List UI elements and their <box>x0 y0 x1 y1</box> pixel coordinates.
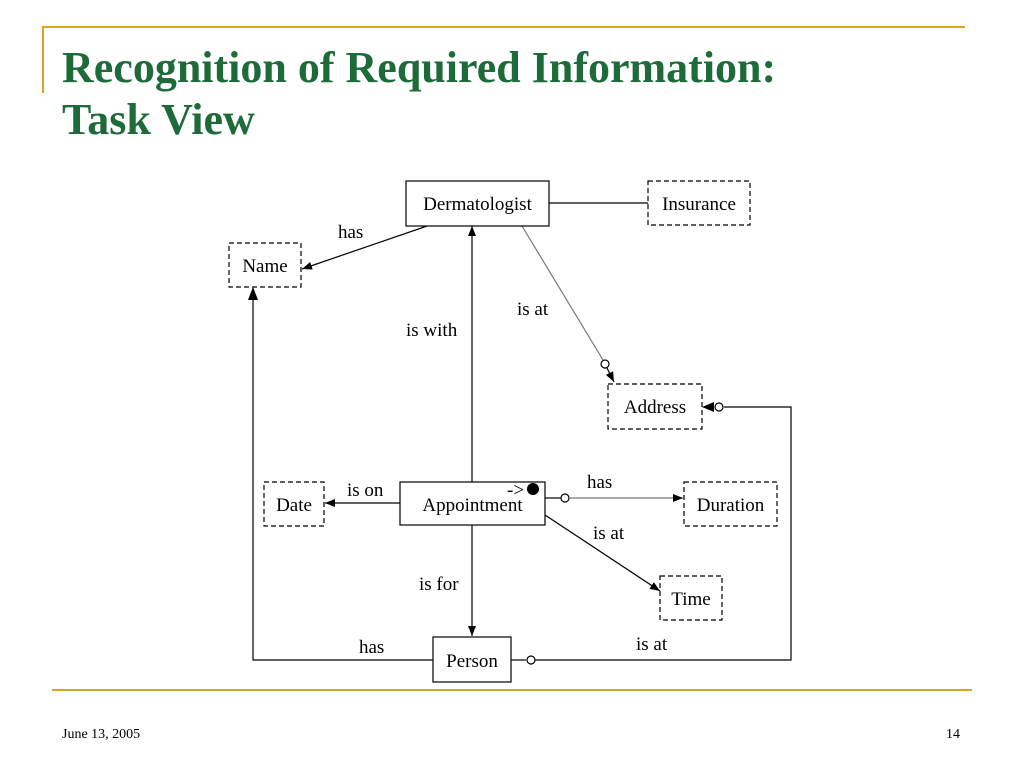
node-address: Address <box>607 383 703 430</box>
node-appointment: Appointment -> <box>399 480 546 526</box>
node-dermatologist-label: Dermatologist <box>423 194 532 215</box>
top-accent-line <box>42 26 965 28</box>
optional-circle-marker <box>600 359 610 369</box>
node-appointment-label: Appointment <box>422 495 523 516</box>
edge-dermatologist-is-at-arrow <box>605 367 615 383</box>
optional-circle-marker <box>714 402 724 412</box>
title-line-2: Task View <box>62 95 255 144</box>
label-is-with: is with <box>406 320 458 341</box>
title-line-1: Recognition of Required Information: <box>62 43 777 92</box>
slide-title: Recognition of Required Information: Tas… <box>62 42 776 146</box>
node-dermatologist: Dermatologist <box>405 180 550 227</box>
appointment-key-dot <box>527 483 539 495</box>
node-insurance: Insurance <box>647 180 751 226</box>
label-is-on: is on <box>347 480 384 501</box>
node-time: Time <box>659 575 723 621</box>
node-date-label: Date <box>276 495 312 516</box>
appointment-key-marker-text: -> <box>507 480 524 501</box>
edge-dermatologist-has-name <box>301 224 431 270</box>
edge-appointment-is-at-time <box>544 514 661 592</box>
node-time-label: Time <box>671 589 710 610</box>
node-person: Person <box>432 636 512 683</box>
node-name: Name <box>228 242 302 288</box>
label-appointment-is-at: is at <box>593 523 625 544</box>
node-name-label: Name <box>242 256 287 277</box>
node-person-label: Person <box>446 651 498 672</box>
label-person-has: has <box>359 637 384 658</box>
label-person-is-at: is at <box>636 634 668 655</box>
optional-circle-marker <box>526 655 536 665</box>
footer-date: June 13, 2005 <box>62 727 141 742</box>
arrowhead-name <box>248 287 258 300</box>
edge-person-is-at-address <box>535 406 792 661</box>
arrowhead-address <box>702 402 714 412</box>
label-appointment-has: has <box>587 472 612 493</box>
node-insurance-label: Insurance <box>662 194 736 215</box>
node-duration-label: Duration <box>697 495 765 516</box>
label-dermatologist-is-at: is at <box>517 299 549 320</box>
edge-person-has-name <box>252 288 433 661</box>
node-address-label: Address <box>624 397 686 418</box>
label-is-for: is for <box>419 574 459 595</box>
page-number: 14 <box>946 727 960 742</box>
left-accent-line <box>42 27 44 93</box>
edge-dermatologist-is-at <box>521 225 604 361</box>
node-date: Date <box>263 481 325 527</box>
label-dermatologist-has: has <box>338 222 363 243</box>
optional-circle-marker <box>560 493 570 503</box>
node-duration: Duration <box>683 481 778 527</box>
footer-accent-line <box>52 689 972 691</box>
